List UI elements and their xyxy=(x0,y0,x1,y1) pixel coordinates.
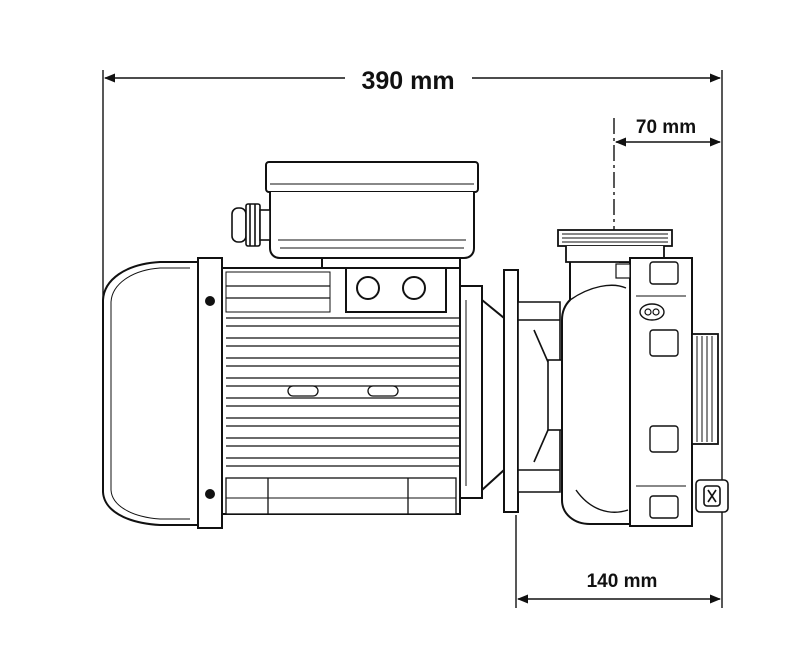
drain-plug xyxy=(695,479,729,513)
fan-cover xyxy=(102,261,199,526)
overall-length-label: 390 mm xyxy=(361,67,454,95)
terminal-box xyxy=(265,161,479,259)
outlet-offset-label: 70 mm xyxy=(636,117,696,138)
pump-volute xyxy=(561,239,641,525)
dimension-pump-head xyxy=(515,515,722,608)
cooling-fins xyxy=(226,285,460,467)
adapter-bracket xyxy=(517,301,571,493)
pump-head-length-label: 140 mm xyxy=(587,571,658,592)
motor-body xyxy=(221,267,461,515)
motor-end-flange xyxy=(197,257,223,529)
cable-gland xyxy=(231,203,271,247)
coupling-flange xyxy=(459,269,519,513)
terminal-box-base xyxy=(321,257,461,313)
threaded-outlet xyxy=(691,333,719,445)
dimension-outlet-offset xyxy=(613,118,722,240)
pump-front-housing xyxy=(615,257,693,527)
